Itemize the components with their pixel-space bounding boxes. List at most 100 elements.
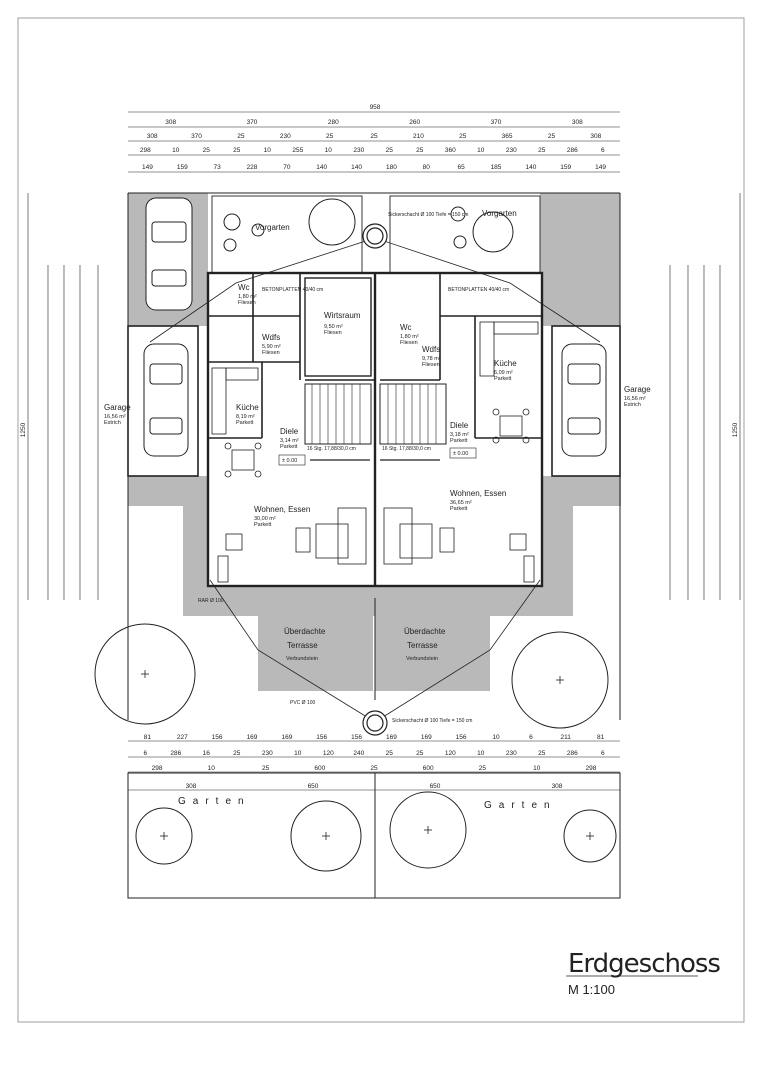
- dimension-label: 120: [323, 750, 334, 757]
- dimension-label: 25: [538, 147, 546, 154]
- dimension-label: 25: [370, 133, 378, 140]
- dimension-label: 308: [165, 119, 176, 126]
- dimension-label: 298: [152, 765, 163, 772]
- level-box-right: [449, 447, 477, 459]
- dimension-label: 360: [445, 147, 456, 154]
- dimension-lines: [27, 111, 741, 791]
- room-garage-left-area: 16,56 m²: [104, 414, 126, 420]
- dimension-label: 140: [525, 164, 536, 171]
- room-wdfs-left-area: 5,90 m²: [262, 344, 281, 350]
- room-wc-left-area: 1,80 m²: [238, 294, 257, 300]
- dimension-label: 230: [506, 147, 517, 154]
- dimension-label: 308: [147, 133, 158, 140]
- room-diele-left-level: ± 0.00: [282, 458, 297, 464]
- dimension-label: 169: [421, 734, 432, 741]
- room-kueche-right-area: 6,09 m²: [494, 370, 513, 376]
- dimension-label: 365: [502, 133, 513, 140]
- room-wdfs-right: Wdfs: [422, 345, 440, 354]
- dimension-label: 6: [601, 750, 605, 757]
- dimension-label: 240: [353, 750, 364, 757]
- dimension-label: 6: [143, 750, 147, 757]
- room-diele-left: Diele: [280, 427, 299, 436]
- dimension-label: 149: [142, 164, 153, 171]
- room-kueche-left: Küche: [236, 403, 259, 412]
- dimension-label: 10: [172, 147, 180, 154]
- dimension-label: 6: [601, 147, 605, 154]
- dimension-label: 280: [328, 119, 339, 126]
- dimension-label: 156: [456, 734, 467, 741]
- room-terrasse-right-floor: Verbundstein: [406, 656, 438, 662]
- dimension-label: 308: [572, 119, 583, 126]
- room-wdfs-left-floor: Fliesen: [262, 350, 280, 356]
- dimension-label: 159: [560, 164, 571, 171]
- dimension-label: 25: [479, 765, 487, 772]
- room-diele-right-area: 3,18 m²: [450, 432, 469, 438]
- room-wc-right-floor: Fliesen: [400, 340, 418, 346]
- note-schacht-bottom: Sickerschacht Ø 100 Tiefe = 150 cm: [392, 718, 472, 724]
- dimension-label: 80: [423, 164, 431, 171]
- sheet-frame: [17, 17, 745, 1023]
- dimension-label: 25: [548, 133, 556, 140]
- dimension-label: 169: [247, 734, 258, 741]
- room-wohnen-left: Wohnen, Essen: [254, 505, 310, 514]
- dimension-label: 156: [316, 734, 327, 741]
- room-wdfs-right-floor: Fliesen: [422, 362, 440, 368]
- dimension-label: 81: [144, 734, 152, 741]
- room-wirtsraum-area: 9,50 m²: [324, 324, 343, 330]
- paved-areas: [128, 193, 621, 691]
- dimension-label: 10: [208, 765, 216, 772]
- room-garage-left: Garage: [104, 403, 131, 412]
- room-wdfs-right-area: 9,78 m²: [422, 356, 441, 362]
- dimension-label: 25: [237, 133, 245, 140]
- furniture: [217, 408, 535, 583]
- dimension-label: 228: [247, 164, 258, 171]
- dimension-label: 25: [233, 750, 241, 757]
- room-diele-left-area: 3,14 m²: [280, 438, 299, 444]
- room-diele-left-floor: Parkett: [280, 444, 298, 450]
- dimension-label: 370: [491, 119, 502, 126]
- dimension-label: 25: [538, 750, 546, 757]
- dimension-label: 211: [561, 734, 572, 741]
- room-wdfs-left: Wdfs: [262, 333, 280, 342]
- dimension-label: 10: [477, 750, 485, 757]
- dimension-label: 140: [316, 164, 327, 171]
- room-wc-left: Wc: [238, 283, 250, 292]
- dimension-label: 169: [386, 734, 397, 741]
- sickerschacht-icon: [362, 223, 388, 736]
- room-terrasse-right: Überdachte: [404, 627, 446, 636]
- dimension-label: 298: [585, 765, 596, 772]
- note-stair-left: 16 Stg. 17,88/30,0 cm: [307, 446, 356, 452]
- room-terrasse-left-2: Terrasse: [287, 641, 318, 650]
- room-kueche-left-area: 8,19 m²: [236, 414, 255, 420]
- dim-right-total: 1250: [732, 422, 739, 437]
- kitchen-counters: [211, 321, 539, 435]
- dimension-label: 227: [177, 734, 188, 741]
- dimension-label: 149: [595, 164, 606, 171]
- dimension-label: 25: [386, 750, 394, 757]
- tree-icon: [94, 198, 617, 872]
- dimension-label: 25: [416, 750, 424, 757]
- drawing-scale: M 1:100: [568, 982, 615, 997]
- dimension-label: 10: [533, 765, 541, 772]
- room-vorgarten-left: Vorgarten: [255, 223, 290, 232]
- dimension-label: 308: [590, 133, 601, 140]
- dimension-label: 25: [370, 765, 378, 772]
- dim-top-total: 958: [370, 104, 381, 111]
- note-platten-left: BETONPLATTEN 40/40 cm: [262, 287, 323, 293]
- dimension-label: 159: [177, 164, 188, 171]
- dimension-label: 25: [416, 147, 424, 154]
- dimension-label: 25: [326, 133, 334, 140]
- dimension-label: 650: [308, 783, 319, 790]
- dimension-label: 73: [213, 164, 221, 171]
- dimension-label: 140: [351, 164, 362, 171]
- dimension-label: 25: [386, 147, 394, 154]
- dimension-label: 210: [413, 133, 424, 140]
- dimension-label: 25: [233, 147, 241, 154]
- dimension-label: 230: [280, 133, 291, 140]
- dimension-label: 370: [191, 133, 202, 140]
- room-diele-right-floor: Parkett: [450, 438, 468, 444]
- room-kueche-left-floor: Parkett: [236, 420, 254, 426]
